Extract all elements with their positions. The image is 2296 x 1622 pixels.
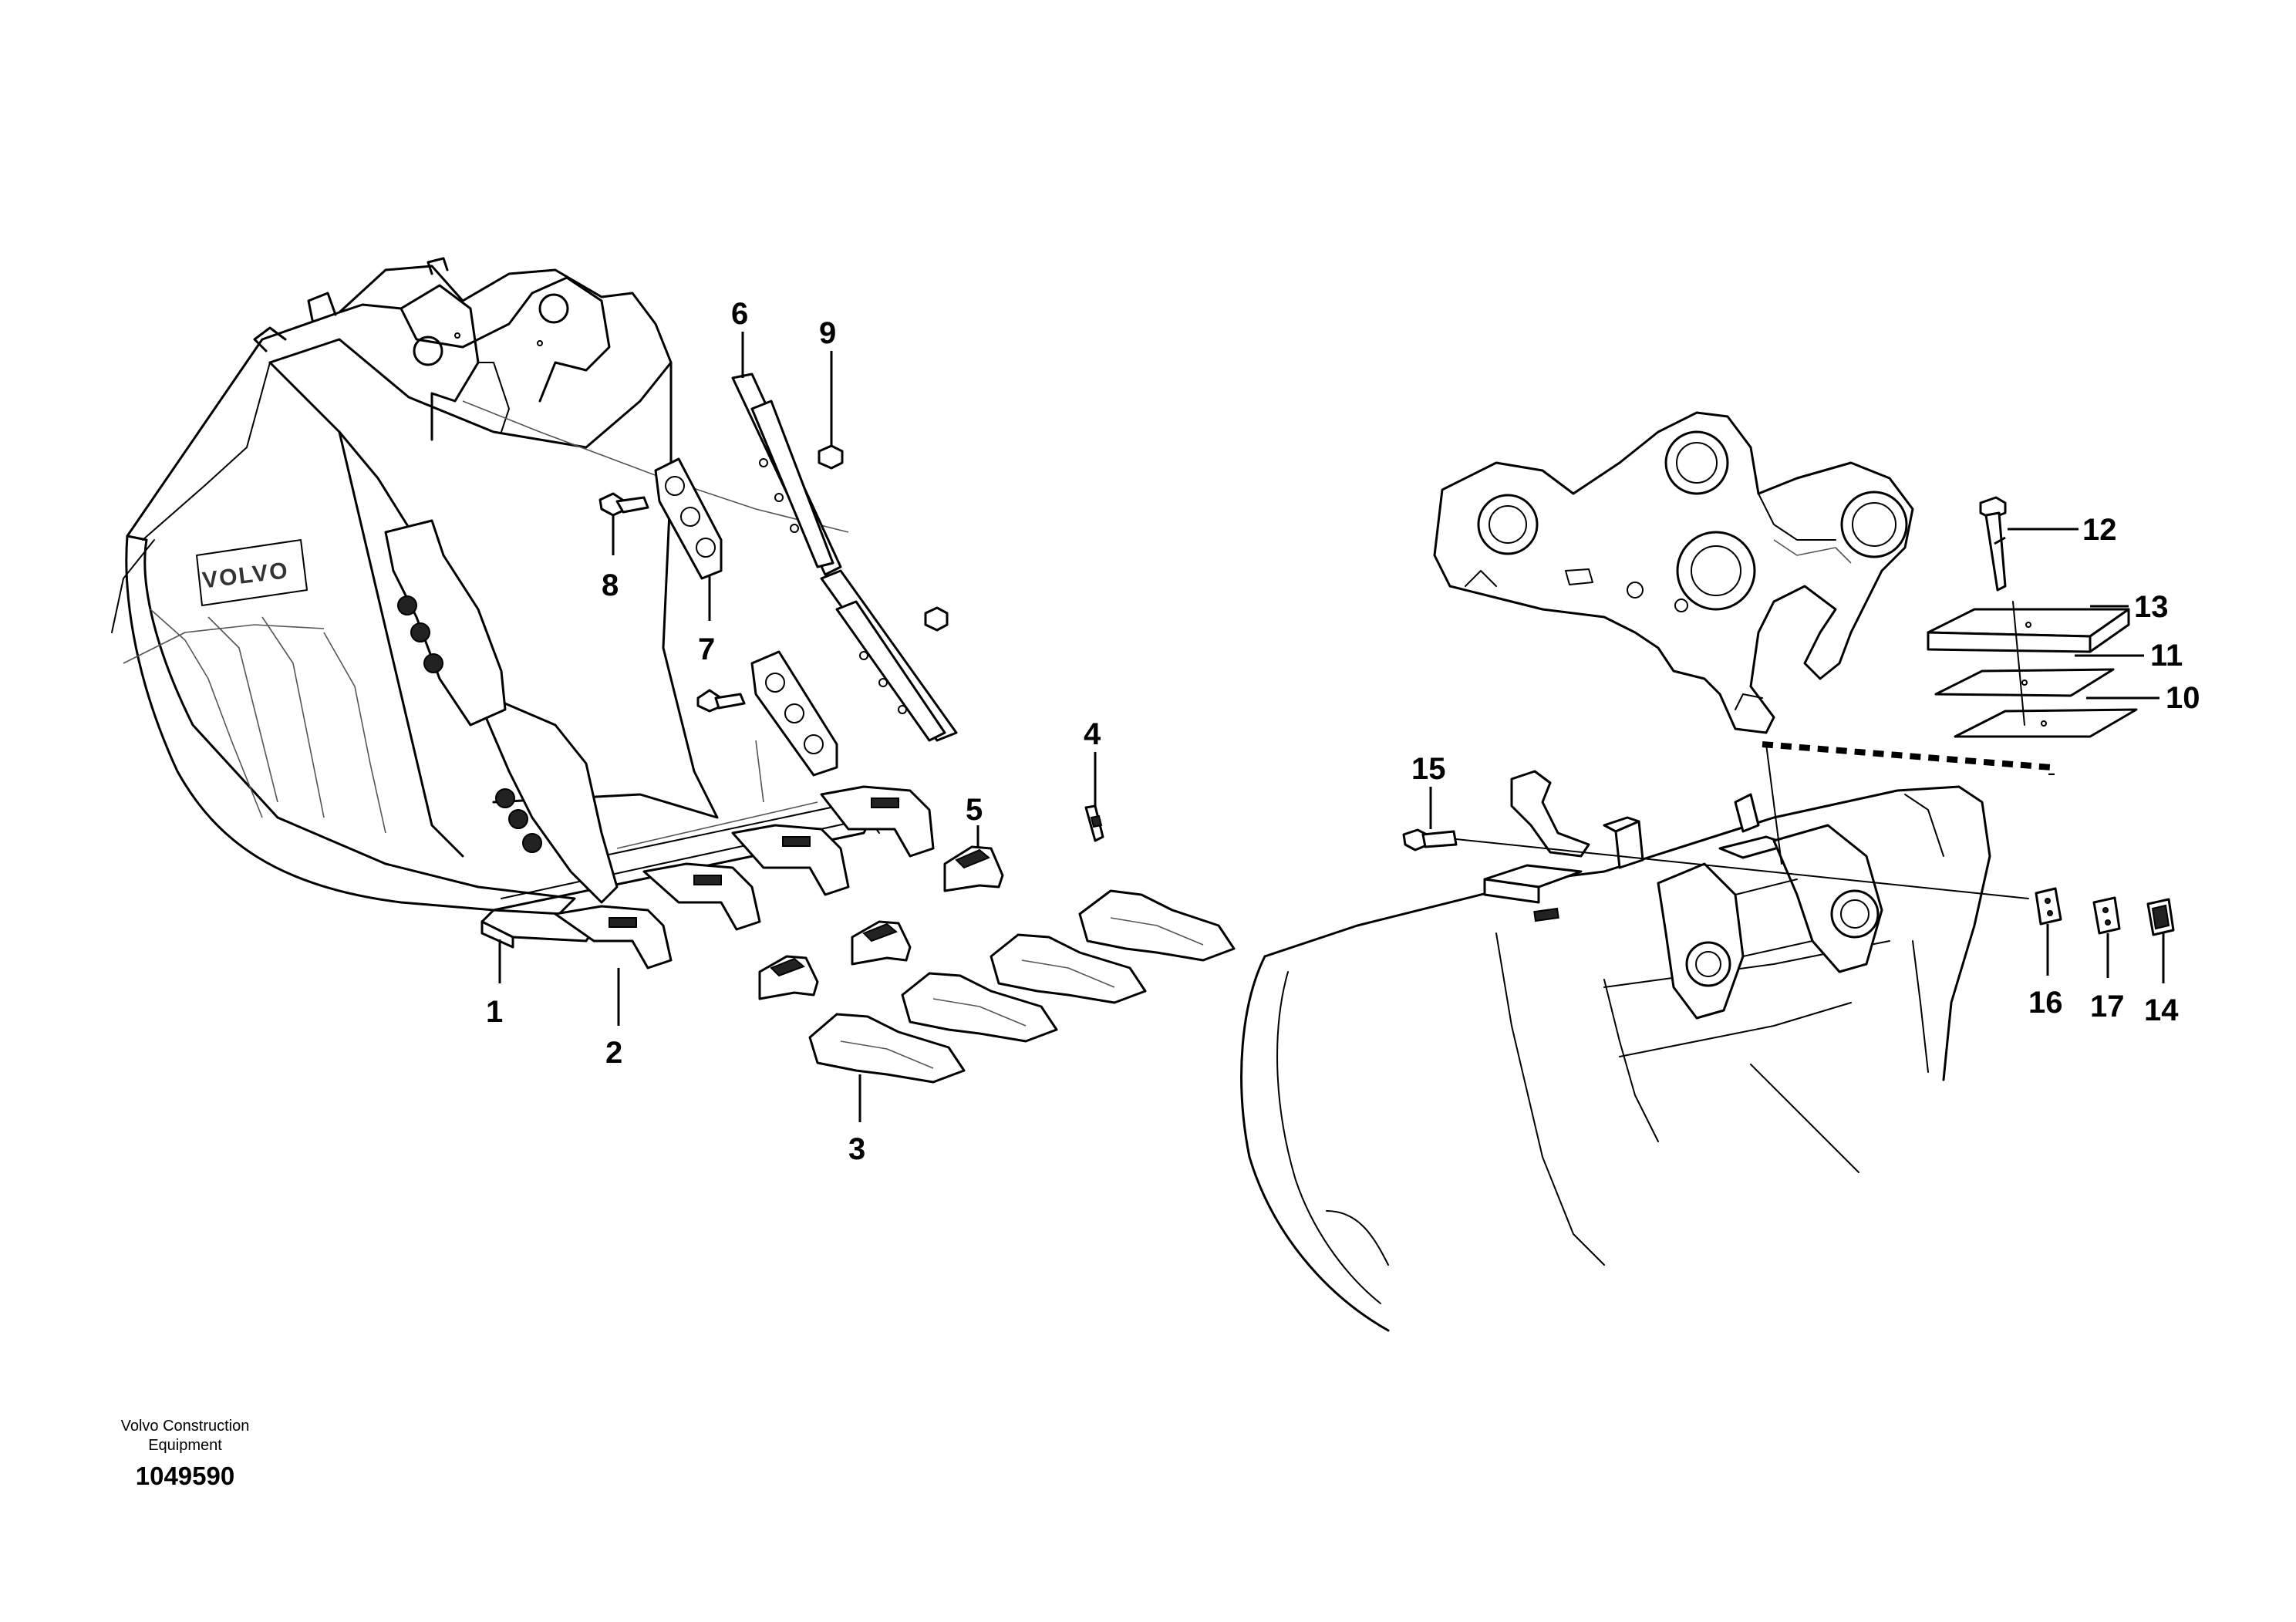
callout-11: 11: [2150, 639, 2183, 673]
callout-4: 4: [1084, 717, 1101, 751]
footer-company-line2: Equipment: [148, 1437, 222, 1454]
callout-10: 10: [2166, 681, 2200, 715]
callout-13: 13: [2134, 590, 2169, 624]
bucket-top-view: [1240, 770, 1991, 1332]
plate-part-17: [2092, 896, 2121, 935]
shim-part-11: [1934, 668, 2115, 697]
callout-8: 8: [602, 568, 619, 602]
callout-7: 7: [698, 632, 715, 666]
callout-5: 5: [966, 793, 983, 827]
bolt-part-12: [1979, 496, 2007, 592]
plate-part-16: [2035, 887, 2062, 926]
volvo-logo-text: VOLVO: [201, 558, 291, 594]
pin-part-4: [1084, 804, 1104, 842]
shim-part-10: [1954, 708, 2138, 738]
wear-strip-part-6: [731, 373, 958, 742]
callout-17: 17: [2090, 990, 2125, 1023]
nuts-part-9: [818, 444, 949, 632]
bolt-part-15: [1402, 828, 2029, 899]
plates-part-7: [654, 457, 838, 777]
callout-9: 9: [819, 316, 836, 350]
callout-12: 12: [2082, 513, 2117, 547]
callout-labels: 1 2 3 4 5 6 7 8 9 10 11 12 13 14 15 16 1…: [486, 297, 2200, 1166]
bolts-part-8: [598, 492, 746, 713]
side-cutter-upper: [384, 519, 507, 727]
quick-coupler-assembly: [1433, 411, 1914, 734]
volvo-logo-plate: VOLVO: [196, 539, 308, 606]
tooth-adapters-part-2: [554, 785, 935, 969]
plate-part-14: [2146, 898, 2175, 936]
plate-part-13: [1927, 608, 2130, 653]
callout-3: 3: [848, 1132, 865, 1166]
side-cutter-lower: [484, 700, 619, 904]
callout-6: 6: [731, 297, 748, 331]
assembly-line-dashed: [1762, 601, 2055, 865]
callout-16: 16: [2028, 986, 2063, 1020]
callout-14: 14: [2144, 993, 2179, 1027]
footer: Volvo Construction Equipment 1049590: [121, 1418, 250, 1490]
bucket-assembly: VOLVO: [111, 257, 881, 919]
document-number: 1049590: [136, 1462, 234, 1490]
callout-15: 15: [1411, 752, 1446, 786]
tooth-caps-part-5: [758, 845, 1004, 1000]
teeth-part-3: [808, 889, 1236, 1084]
callout-leaders: [498, 332, 2165, 1122]
callout-1: 1: [486, 995, 503, 1029]
callout-2: 2: [605, 1036, 622, 1070]
footer-company-line1: Volvo Construction: [121, 1418, 250, 1435]
